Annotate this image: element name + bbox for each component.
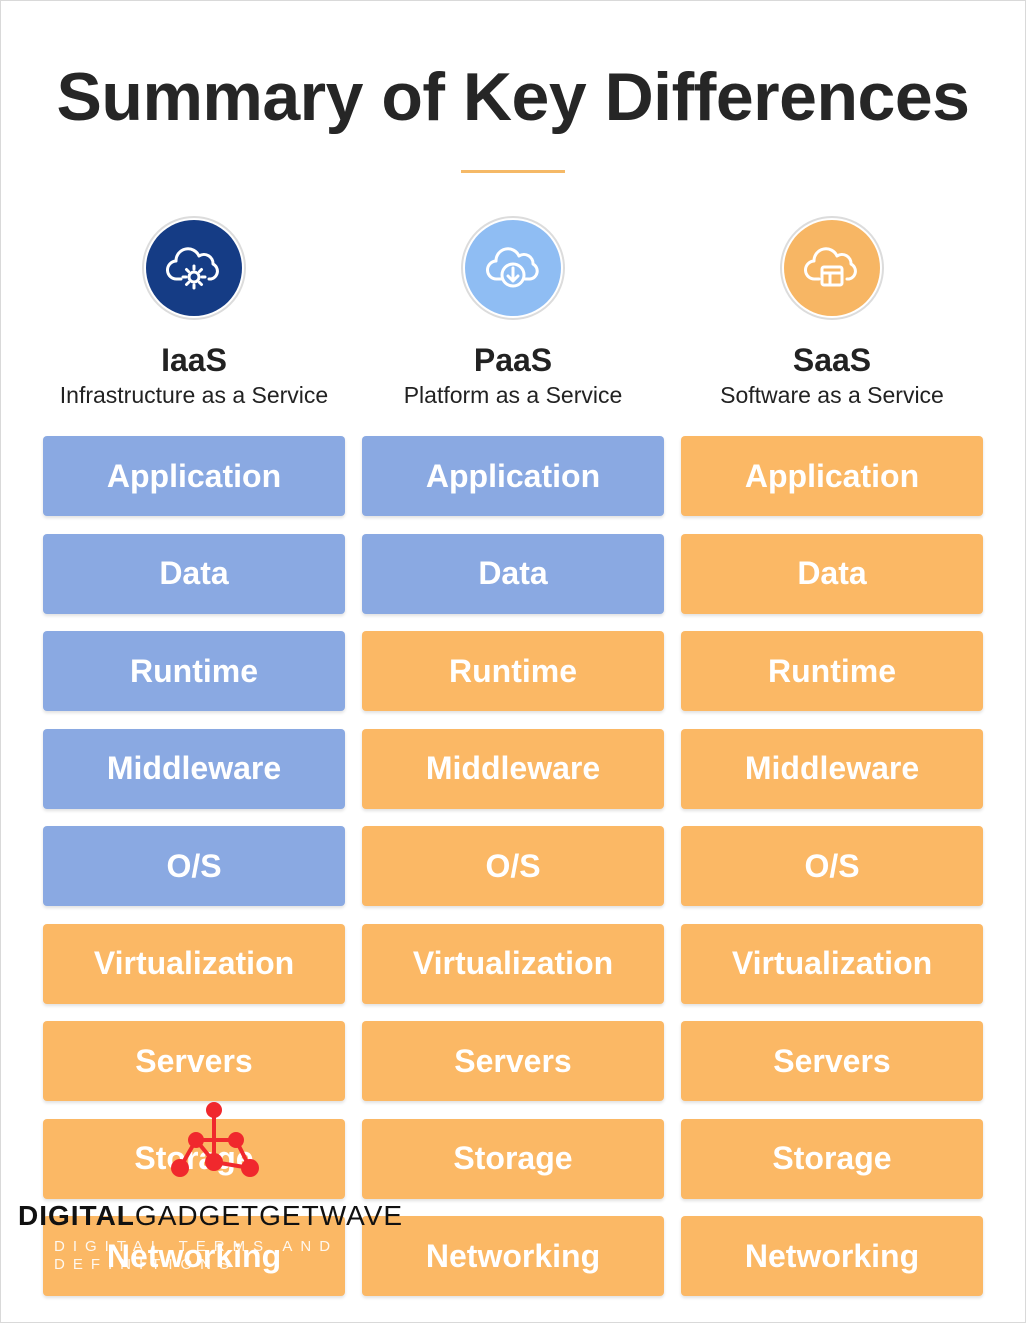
layer-data: Data: [362, 533, 664, 614]
column-description: Platform as a Service: [403, 382, 623, 408]
layer-runtime: Runtime: [681, 631, 983, 711]
layer-o-s: O/S: [681, 826, 983, 906]
layer-data: Data: [43, 533, 345, 614]
watermark-tagline: DIGITAL TERMS AND DEFINITIONS: [54, 1238, 339, 1273]
column-name: PaaS: [473, 342, 553, 378]
layer-middleware: Middleware: [43, 728, 345, 809]
layer-o-s: O/S: [43, 826, 345, 906]
layer-application: Application: [681, 436, 983, 516]
layer-application: Application: [43, 436, 345, 516]
layer-runtime: Runtime: [43, 631, 345, 711]
page-title: Summary of Key Differences: [56, 59, 970, 135]
layer-networking: Networking: [362, 1216, 664, 1296]
cloud-app-window-icon: [804, 247, 857, 287]
layer-storage: Storage: [362, 1118, 664, 1199]
cloud-gear-icon: [166, 247, 219, 290]
layer-virtualization: Virtualization: [681, 923, 983, 1004]
layer-virtualization: Virtualization: [362, 923, 664, 1004]
paas-icon-badge: [461, 216, 565, 320]
layer-servers: Servers: [43, 1021, 345, 1101]
layer-middleware: Middleware: [362, 728, 664, 809]
saas-icon-badge: [780, 216, 884, 320]
title-underline: [461, 170, 565, 173]
layer-networking: Networking: [43, 1216, 345, 1296]
layer-networking: Networking: [681, 1216, 983, 1296]
column-name: SaaS: [792, 342, 872, 378]
layer-o-s: O/S: [362, 826, 664, 906]
iaas-heading: IaaS Infrastructure as a Service: [3, 340, 385, 410]
layer-middleware: Middleware: [681, 728, 983, 809]
cloud-download-icon: [486, 247, 539, 288]
column-name: IaaS: [161, 342, 227, 378]
layer-application: Application: [362, 436, 664, 516]
iaas-icon-badge: [142, 216, 246, 320]
layer-data: Data: [681, 533, 983, 614]
watermark-brand: DIGITALGADGETGETWAVE: [18, 1200, 404, 1231]
layer-storage: Storage: [43, 1118, 345, 1199]
paas-heading: PaaS Platform as a Service: [322, 340, 704, 410]
layer-runtime: Runtime: [362, 631, 664, 711]
column-description: Infrastructure as a Service: [59, 382, 329, 408]
network-nodes-icon: [171, 1102, 259, 1177]
layer-servers: Servers: [362, 1021, 664, 1101]
layer-servers: Servers: [681, 1021, 983, 1101]
saas-heading: SaaS Software as a Service: [641, 340, 1023, 410]
layer-storage: Storage: [681, 1118, 983, 1199]
column-description: Software as a Service: [720, 382, 944, 408]
layer-virtualization: Virtualization: [43, 923, 345, 1004]
